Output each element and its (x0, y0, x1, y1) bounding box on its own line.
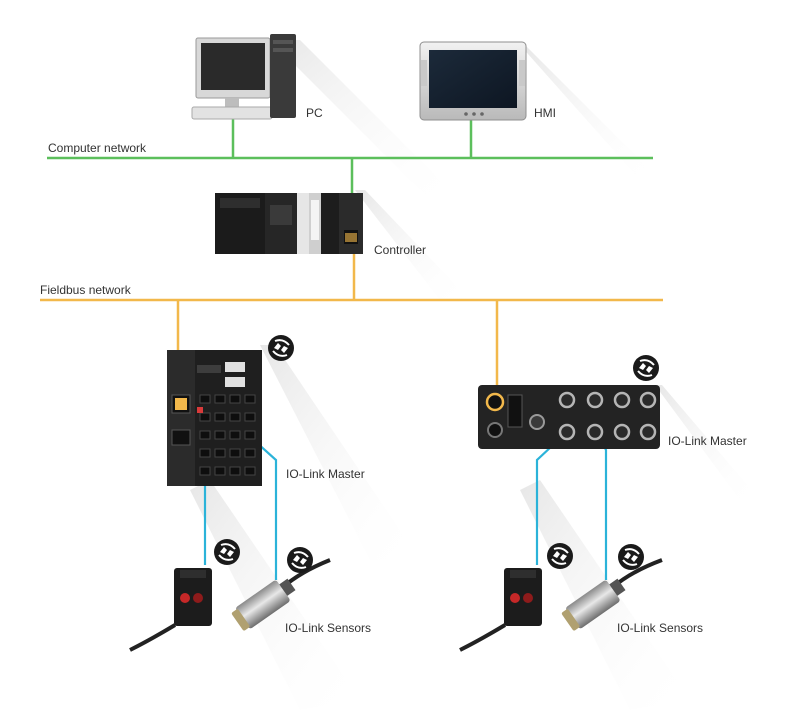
pc-label: PC (306, 106, 323, 120)
io-link-sensors-left-label: IO-Link Sensors (285, 621, 372, 635)
io-link-master-left-label: IO-Link Master (286, 467, 365, 481)
controller-label: Controller (374, 243, 427, 257)
io-link-logo-icon (287, 547, 313, 573)
fieldbus-network-label: Fieldbus network (40, 283, 131, 297)
io-link-logo-icon (214, 539, 240, 565)
hmi-device (419, 41, 527, 121)
io-link-logo-icon (618, 544, 644, 570)
hmi-label: HMI (534, 106, 556, 120)
io-link-sensors-right-label: IO-Link Sensors (617, 621, 704, 635)
io-link-logo-icon (268, 335, 294, 361)
proximity-sensor-left (231, 558, 331, 631)
controller-device (215, 193, 363, 254)
photoelectric-sensor-left (129, 568, 212, 652)
proximity-sensor-right (561, 558, 663, 631)
io-link-logo-icons (214, 335, 659, 573)
io-link-logo-icon (547, 543, 573, 569)
io-link-logo-icon (633, 355, 659, 381)
computer-network-label: Computer network (48, 141, 147, 155)
photoelectric-sensor-right (459, 568, 542, 652)
io-link-master-right-device (478, 385, 660, 449)
io-link-line-right-2 (596, 431, 608, 580)
io-link-master-right-label: IO-Link Master (668, 434, 747, 448)
io-link-master-left-device (167, 350, 262, 486)
pc-device (191, 34, 296, 120)
